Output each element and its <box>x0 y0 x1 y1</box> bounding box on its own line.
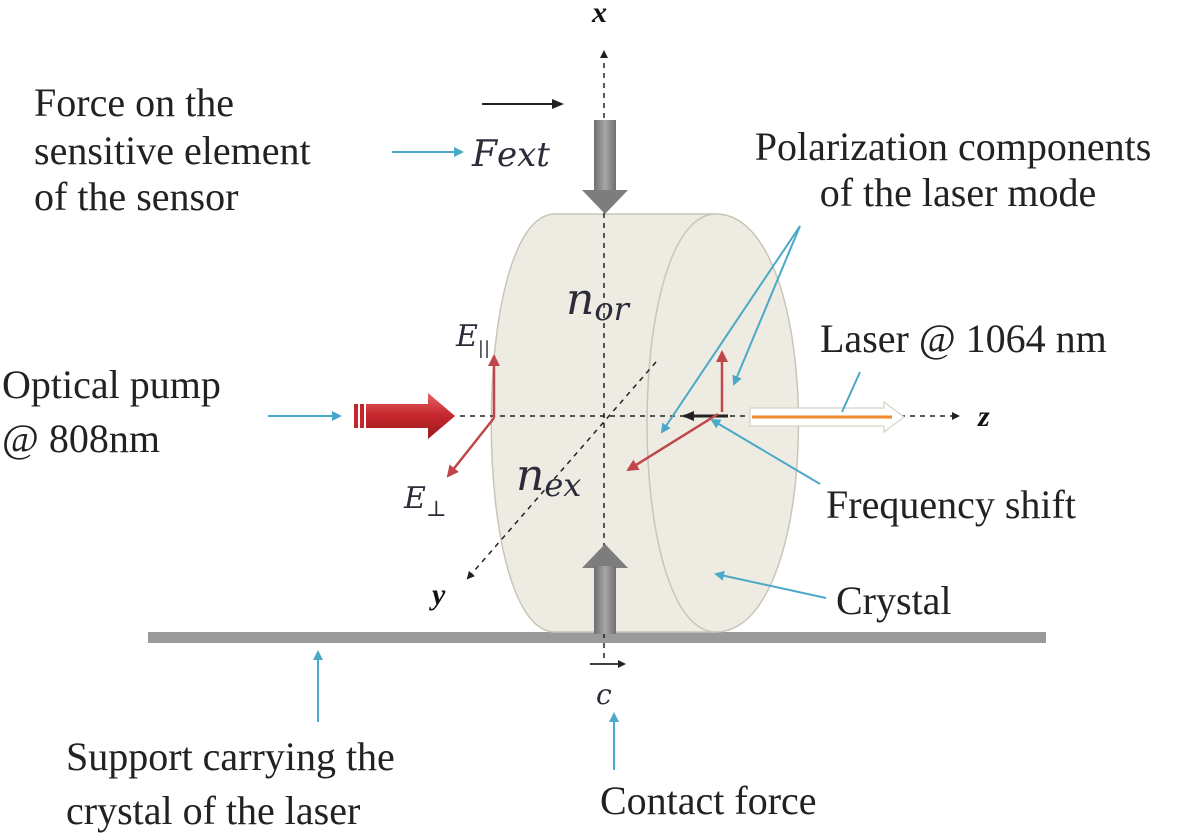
support-bar <box>148 632 1046 643</box>
force-label: Force on the sensitive element of the se… <box>34 80 321 219</box>
crystal-label: Crystal <box>836 578 952 623</box>
laser-beam-arrow <box>749 400 905 434</box>
crystal-cylinder <box>490 213 800 633</box>
callout-crystal <box>714 570 827 599</box>
laser-label: Laser @ 1064 nm <box>820 316 1107 361</box>
contact-force-arrow <box>582 544 628 634</box>
x-axis-label: x <box>591 0 607 29</box>
callout-polarization-2 <box>732 225 801 386</box>
support-label: Support carrying the crystal of the lase… <box>66 734 405 833</box>
e-parallel-label: E|| <box>455 319 490 359</box>
n-or-symbol: nor <box>566 274 631 328</box>
y-axis-label: y <box>429 578 446 611</box>
e-perp-label: E⊥ <box>403 481 447 522</box>
optical-pump-arrow <box>354 393 455 439</box>
y-axis <box>466 361 657 580</box>
laser-mode-polarization-diag-arrow <box>626 412 719 472</box>
optical-pump-label: Optical pump @ 808nm <box>2 362 231 461</box>
contact-symbol: c <box>596 678 612 711</box>
contact-force-label: Contact force <box>600 778 817 823</box>
e-perp-arrow <box>446 417 495 478</box>
callout-laser <box>841 371 861 413</box>
external-force-arrow <box>582 120 628 214</box>
callout-polarization-1 <box>660 225 801 434</box>
frequency-shift-label: Frequency shift <box>826 482 1076 527</box>
f-ext-symbol: Fext <box>471 134 550 175</box>
z-axis-label: z <box>977 400 990 433</box>
polarization-label: Polarization components of the laser mod… <box>755 124 1162 215</box>
n-ex-symbol: nex <box>516 450 581 504</box>
callout-frequency <box>710 418 821 485</box>
